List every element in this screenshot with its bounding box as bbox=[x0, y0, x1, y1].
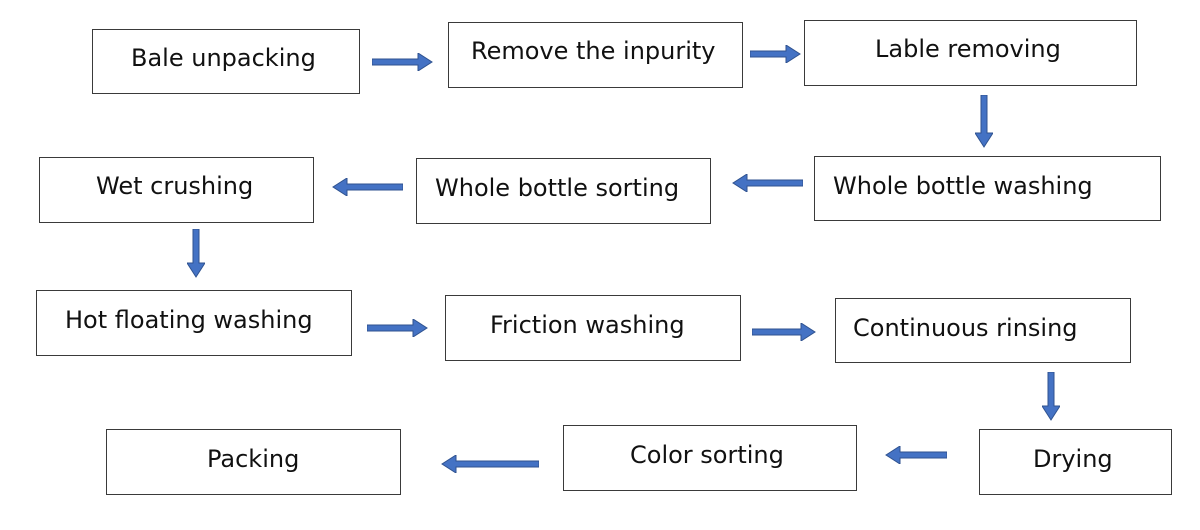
arrow-right-icon bbox=[372, 53, 433, 71]
step-label: Friction washing bbox=[490, 311, 685, 339]
step-hot-floating-washing: Hot floating washing bbox=[36, 290, 352, 356]
step-label: Remove the inpurity bbox=[471, 37, 716, 65]
arrow-right-icon bbox=[752, 323, 816, 341]
arrow-left-icon bbox=[332, 178, 403, 196]
step-label: Continuous rinsing bbox=[853, 314, 1078, 342]
step-whole-bottle-washing: Whole bottle washing bbox=[814, 156, 1161, 221]
arrow-right-icon bbox=[367, 319, 428, 337]
arrow-left-icon bbox=[732, 174, 803, 192]
step-wet-crushing: Wet crushing bbox=[39, 157, 314, 223]
arrow-down-icon bbox=[1042, 372, 1060, 421]
arrow-right-icon bbox=[750, 45, 801, 63]
step-color-sorting: Color sorting bbox=[563, 425, 857, 491]
step-label: Whole bottle sorting bbox=[435, 174, 680, 202]
step-remove-the-inpurity: Remove the inpurity bbox=[448, 22, 743, 88]
step-label: Wet crushing bbox=[96, 172, 254, 200]
step-label: Whole bottle washing bbox=[833, 172, 1093, 200]
step-friction-washing: Friction washing bbox=[445, 295, 741, 361]
step-whole-bottle-sorting: Whole bottle sorting bbox=[416, 158, 711, 224]
arrow-left-icon bbox=[441, 455, 539, 473]
step-packing: Packing bbox=[106, 429, 401, 495]
step-label: Color sorting bbox=[630, 441, 784, 469]
step-lable-removing: Lable removing bbox=[804, 20, 1137, 86]
arrow-left-icon bbox=[885, 446, 947, 464]
step-label: Packing bbox=[207, 445, 300, 473]
step-label: Hot floating washing bbox=[65, 306, 313, 334]
step-drying: Drying bbox=[979, 429, 1172, 495]
step-label: Bale unpacking bbox=[131, 44, 316, 72]
step-bale-unpacking: Bale unpacking bbox=[92, 29, 360, 94]
step-label: Drying bbox=[1033, 445, 1113, 473]
step-continuous-rinsing: Continuous rinsing bbox=[835, 298, 1131, 363]
step-label: Lable removing bbox=[875, 35, 1061, 63]
arrow-down-icon bbox=[975, 95, 993, 148]
arrow-down-icon bbox=[187, 229, 205, 278]
